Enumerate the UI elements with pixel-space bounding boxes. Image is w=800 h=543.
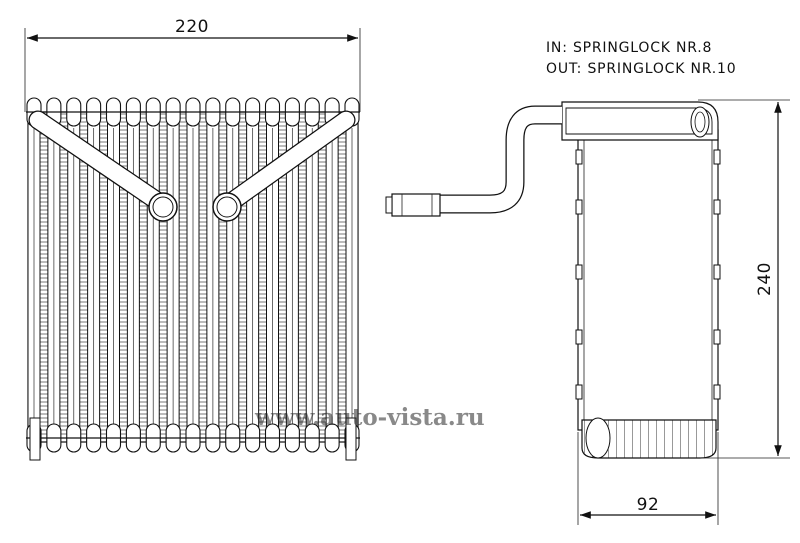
connection-specs: IN: SPRINGLOCK NR.8 OUT: SPRINGLOCK NR.1… [546, 40, 736, 77]
notch [575, 199, 583, 215]
side-view: 240 92 [385, 99, 790, 525]
depth-dimension-label: 92 [637, 495, 660, 515]
depth-dimension: 92 [577, 432, 719, 525]
outlet-spec: OUT: SPRINGLOCK NR.10 [546, 61, 736, 77]
height-dimension-label: 240 [755, 262, 775, 296]
notch [575, 384, 583, 400]
notch [713, 264, 721, 280]
bottom-tank [581, 417, 717, 459]
notch [713, 329, 721, 345]
notch [713, 199, 721, 215]
notch [575, 149, 583, 165]
height-dimension: 240 [698, 99, 790, 459]
notch [713, 384, 721, 400]
springlock-fitting [391, 193, 441, 217]
top-manifold [561, 101, 719, 141]
notch [575, 329, 583, 345]
watermark: www.auto-vista.ru [254, 404, 485, 431]
notch [575, 264, 583, 280]
side-notches [575, 149, 721, 400]
evaporator-core [26, 97, 360, 461]
side-pipe [385, 105, 562, 217]
front-view: 220 [24, 17, 361, 461]
notch [713, 149, 721, 165]
inlet-spec: IN: SPRINGLOCK NR.8 [546, 40, 712, 56]
inlet-outlet-pipes [28, 110, 356, 222]
width-dimension: 220 [24, 17, 361, 112]
side-housing [577, 129, 719, 431]
width-dimension-label: 220 [175, 17, 209, 37]
